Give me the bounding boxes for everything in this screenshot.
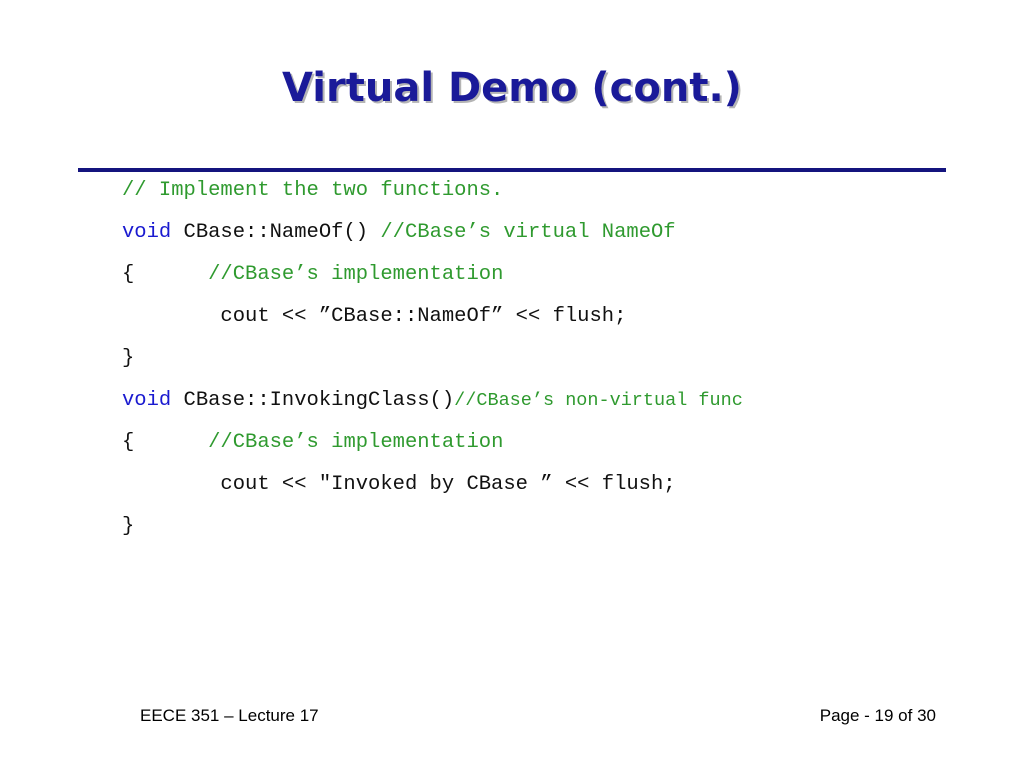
title-divider [78, 168, 946, 172]
code-line: } [122, 338, 743, 380]
code-text: } [122, 347, 135, 370]
code-comment: //CBase’s non-virtual func [454, 390, 743, 411]
code-keyword: void [122, 389, 172, 412]
code-comment: //CBase’s implementation [208, 431, 504, 454]
code-text: { [122, 431, 209, 454]
slide-title: Virtual Demo (cont.) [282, 65, 742, 111]
code-line: { //CBase’s implementation [122, 254, 743, 296]
code-line: { //CBase’s implementation [122, 422, 743, 464]
code-line: cout << "Invoked by CBase ” << flush; [122, 464, 743, 506]
code-listing: // Implement the two functions. void CBa… [122, 170, 743, 548]
code-text: CBase::InvokingClass() [171, 389, 455, 412]
code-text: CBase::NameOf() [171, 221, 381, 244]
code-text: { [122, 263, 209, 286]
code-comment: // Implement the two functions. [122, 179, 504, 202]
code-line: } [122, 506, 743, 548]
footer-page-number: Page - 19 of 30 [819, 706, 936, 725]
code-text: cout << "Invoked by CBase ” << flush; [122, 473, 676, 496]
code-text: cout << ”CBase::NameOf” << flush; [122, 305, 627, 328]
code-comment: //CBase’s implementation [208, 263, 504, 286]
code-keyword: void [122, 221, 172, 244]
code-comment: //CBase’s virtual NameOf [380, 221, 676, 244]
code-line: cout << ”CBase::NameOf” << flush; [122, 296, 743, 338]
code-text: } [122, 515, 135, 538]
code-line: void CBase::InvokingClass()//CBase’s non… [122, 380, 743, 422]
footer-course-label: EECE 351 – Lecture 17 [140, 706, 319, 725]
code-line: // Implement the two functions. [122, 170, 743, 212]
code-line: void CBase::NameOf() //CBase’s virtual N… [122, 212, 743, 254]
